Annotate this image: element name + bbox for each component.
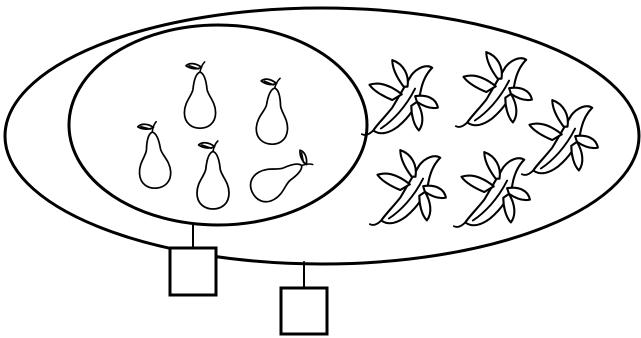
banana-icon: [368, 149, 447, 226]
banana-icon: [520, 99, 599, 176]
banana-icon: [454, 51, 533, 128]
banana-icon: [452, 151, 531, 228]
banana-icon: [360, 59, 439, 136]
answer-box-outer-set[interactable]: [279, 286, 329, 336]
answer-box-inner-set[interactable]: [168, 246, 218, 297]
pear-icon: [254, 76, 292, 147]
pear-icon: [244, 146, 320, 208]
pear-icon: [135, 120, 173, 191]
pear-icon: [183, 61, 217, 130]
inner-set-ellipse: [67, 23, 369, 227]
outer-set-ellipse: [3, 6, 641, 266]
pear-icon: [196, 140, 230, 210]
